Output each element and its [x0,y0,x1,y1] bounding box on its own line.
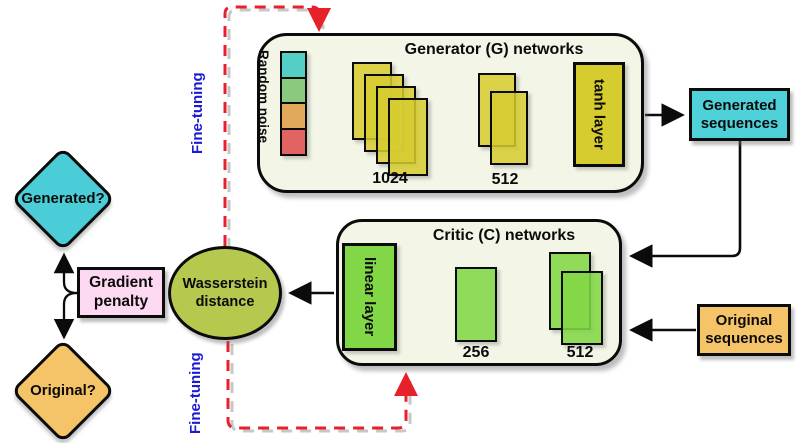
generator-512-label: 512 [491,171,519,188]
generated-sequences-node: Generated sequences [689,88,790,141]
critic-512-label: 512 [566,344,594,361]
generator-panel-title: Generator (G) networks [404,41,584,58]
feedback-to-generator-line [223,5,331,246]
critic-layer-256-sheet [455,267,497,342]
arrow-penalty-to-original-q [53,291,78,340]
tanh-layer-block: tanh layer [573,62,625,167]
linear-layer-block: linear layer [342,243,397,351]
critic-256-label: 256 [462,344,490,361]
random-noise-label: Random noise [256,50,271,144]
gradient-penalty-node: Gradient penalty [77,267,165,318]
arrow-penalty-to-generated-q [53,252,78,295]
noise-cell-1 [280,51,307,79]
random-noise-vector [280,51,307,156]
original-question-label: Original? [30,382,96,399]
linear-layer-label: linear layer [361,257,378,337]
wasserstein-distance-node: Wasserstein distance [168,246,282,340]
critic-layer-512-sheet [561,271,603,345]
arrow-generated-to-critic [629,141,742,268]
noise-cell-3 [280,102,307,130]
generator-1024-label: 1024 [372,170,408,187]
original-sequences-node: Original sequences [697,304,791,356]
tanh-layer-label: tanh layer [590,79,608,150]
critic-panel-title: Critic (C) networks [432,227,576,244]
generator-layer-512-sheet [490,91,528,165]
finetuning-label-top: Fine-tuning [189,72,206,154]
noise-cell-4 [280,127,307,156]
finetuning-label-bottom: Fine-tuning [187,352,204,434]
generated-question-label: Generated? [21,190,105,207]
feedback-to-critic-line [226,341,418,430]
generator-layer-1024-sheet [388,98,428,176]
noise-cell-2 [280,76,307,105]
